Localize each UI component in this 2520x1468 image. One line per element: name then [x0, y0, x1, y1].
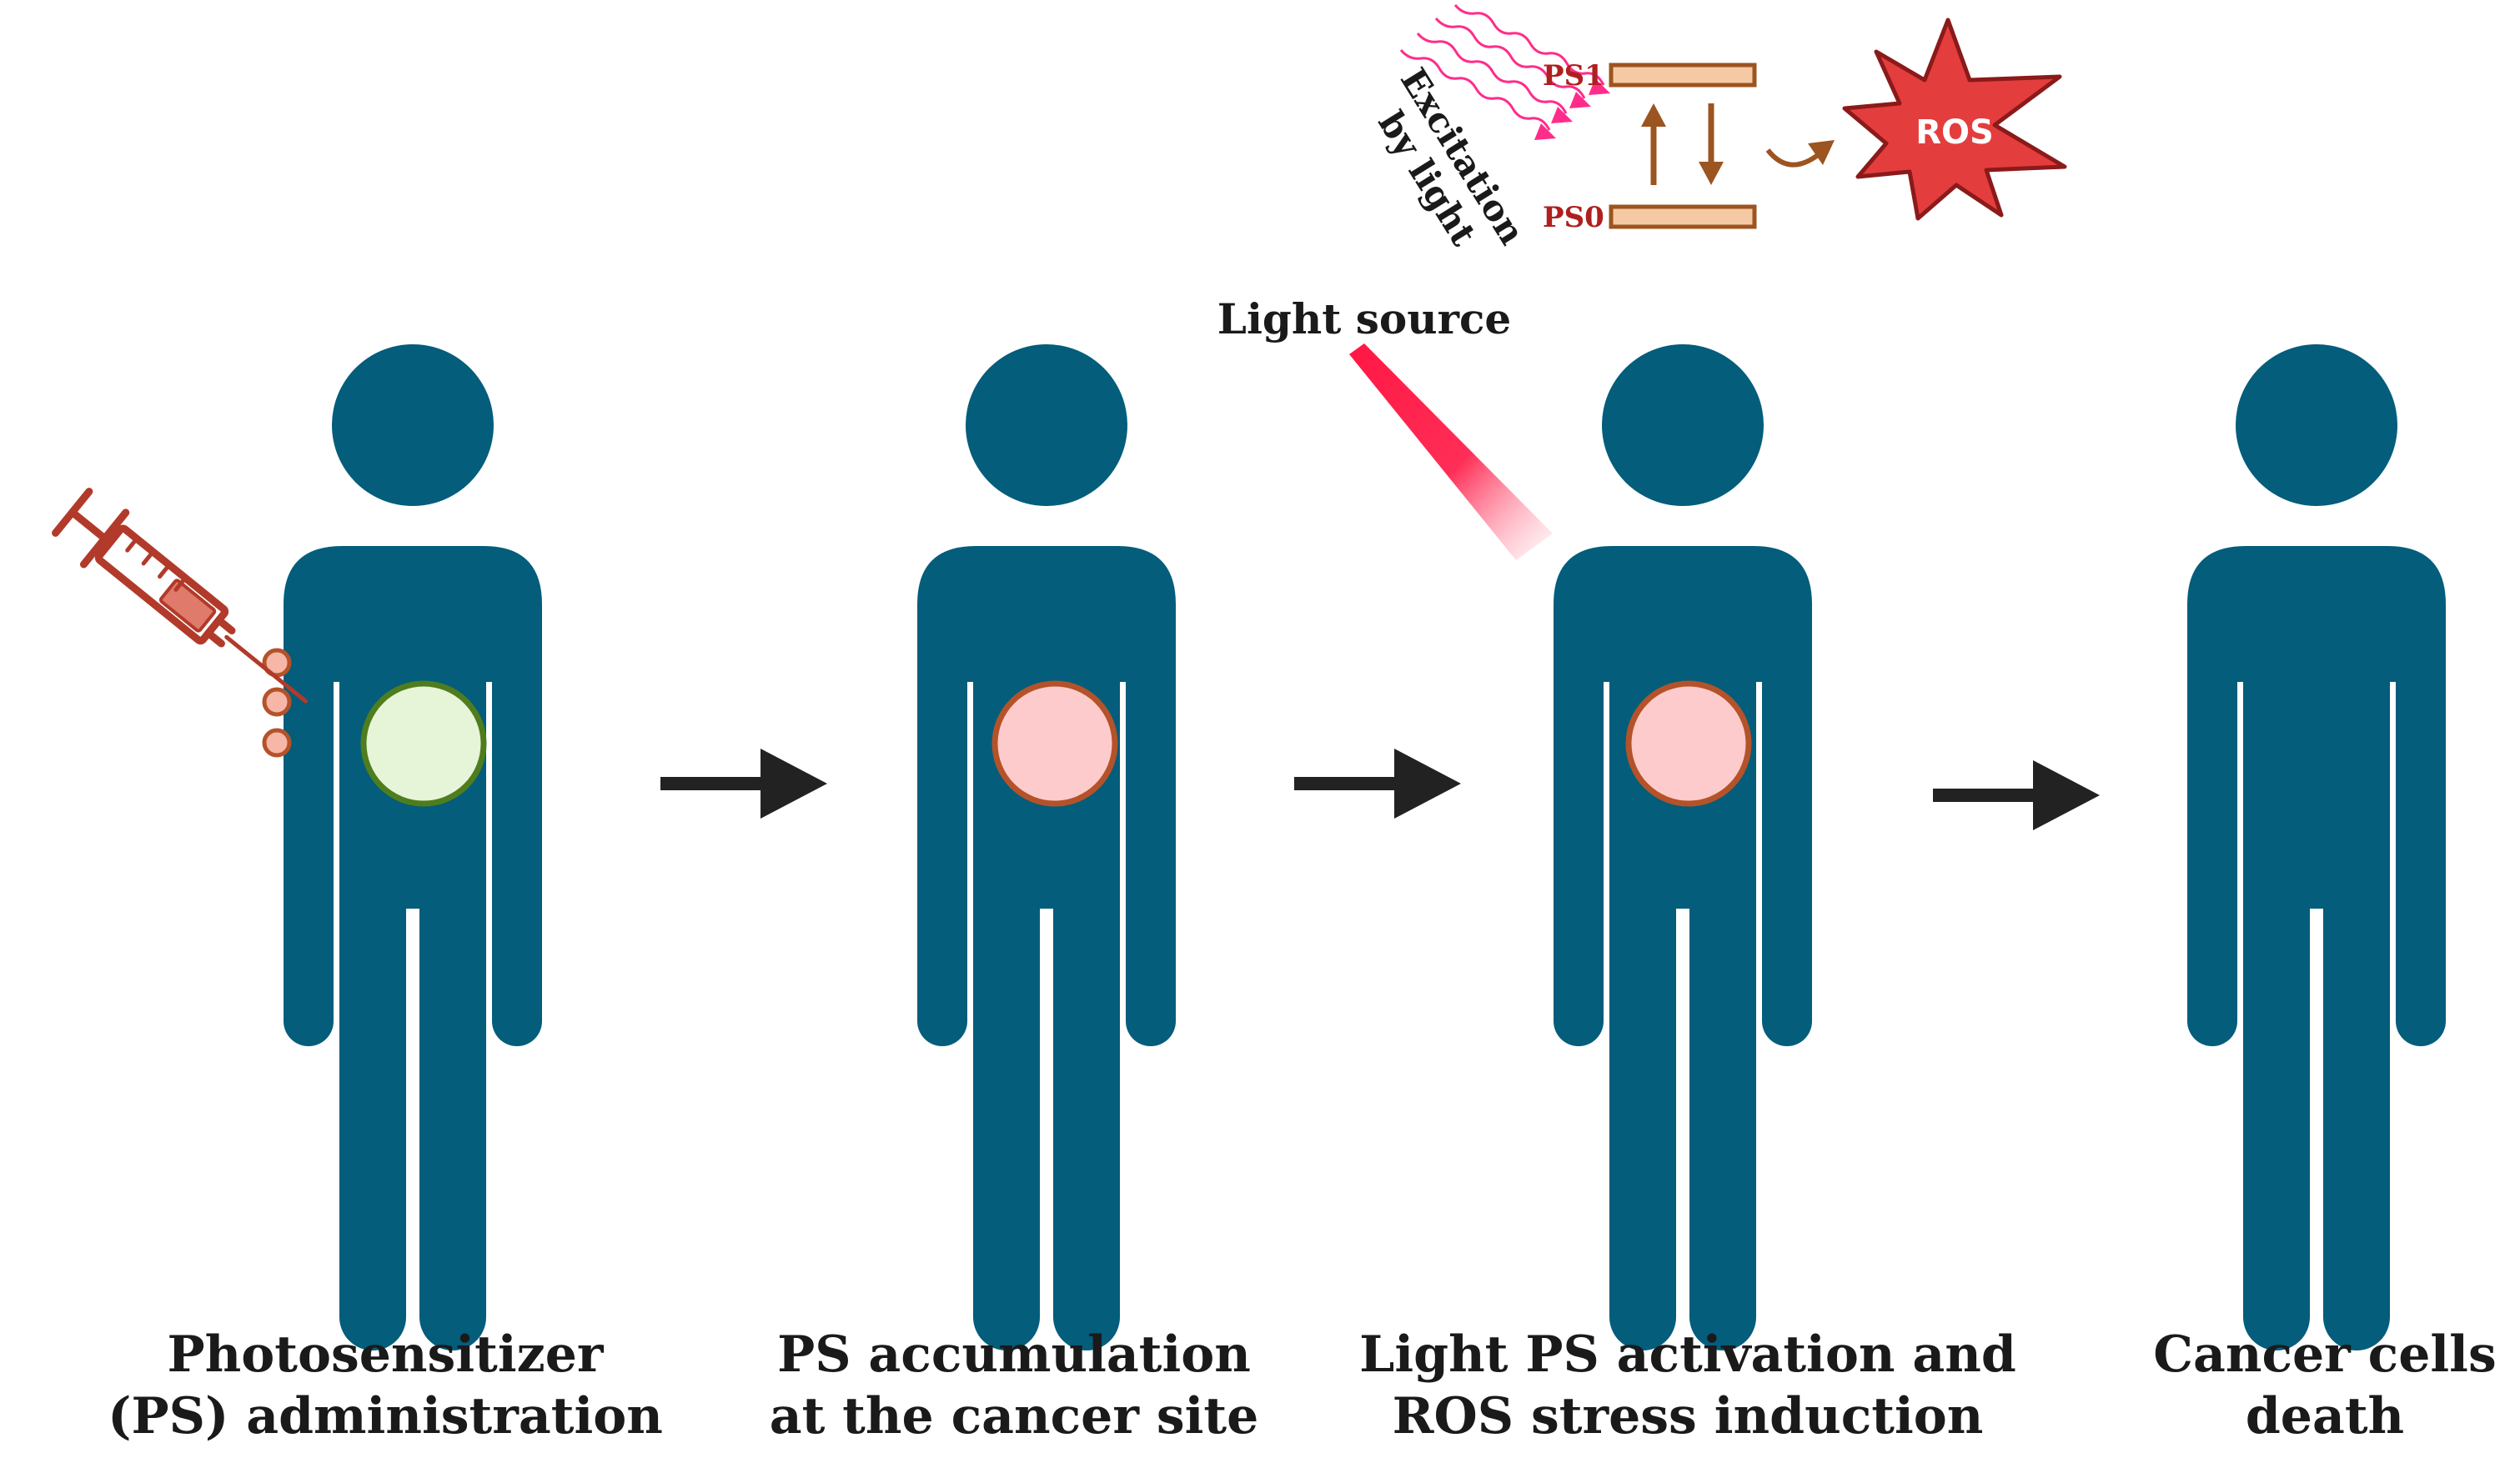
person-icon-4: [2187, 344, 2446, 1350]
step-2-caption: PS accumulation at the cancer site: [769, 1325, 1259, 1445]
arrow-right-icon-2: [1294, 749, 1461, 819]
ros-burst-icon: ROS: [1842, 18, 2067, 221]
injection-dots: [262, 648, 292, 758]
curved-arrow-icon: [1765, 140, 1835, 168]
tumor-site-3: [1625, 680, 1752, 807]
tumor-site-2: [991, 680, 1118, 807]
ps-site-green-1: [360, 680, 487, 807]
arrow-right-icon-3: [1933, 760, 2100, 830]
syringe-icon: [52, 488, 309, 704]
step-1-caption: Photosensitizer (PS) administration: [108, 1325, 663, 1445]
excitation-arrowheads: [1534, 78, 1610, 140]
arrow-up-icon: [1641, 103, 1666, 185]
person-icon-3: [1554, 344, 1812, 1350]
ps1-energy-bar: [1609, 63, 1757, 88]
ros-label: ROS: [1915, 113, 1994, 152]
ps0-label: PS0: [1543, 201, 1604, 234]
ps0-energy-bar: [1609, 204, 1757, 229]
arrow-right-icon-1: [660, 749, 827, 819]
excitation-label: Excitation by light: [1370, 61, 1533, 253]
step-3-caption: Light PS activation and ROS stress induc…: [1359, 1325, 2016, 1445]
excitation-waves: [1399, 4, 1605, 131]
ps1-label: PS1: [1543, 59, 1604, 93]
light-source-label: Light source: [1217, 294, 1511, 343]
step-4-caption: Cancer cells death: [2153, 1325, 2497, 1445]
arrow-down-icon: [1699, 103, 1724, 185]
person-icon-1: [284, 344, 542, 1350]
person-icon-2: [917, 344, 1176, 1350]
light-beam-icon: [1349, 343, 1553, 560]
